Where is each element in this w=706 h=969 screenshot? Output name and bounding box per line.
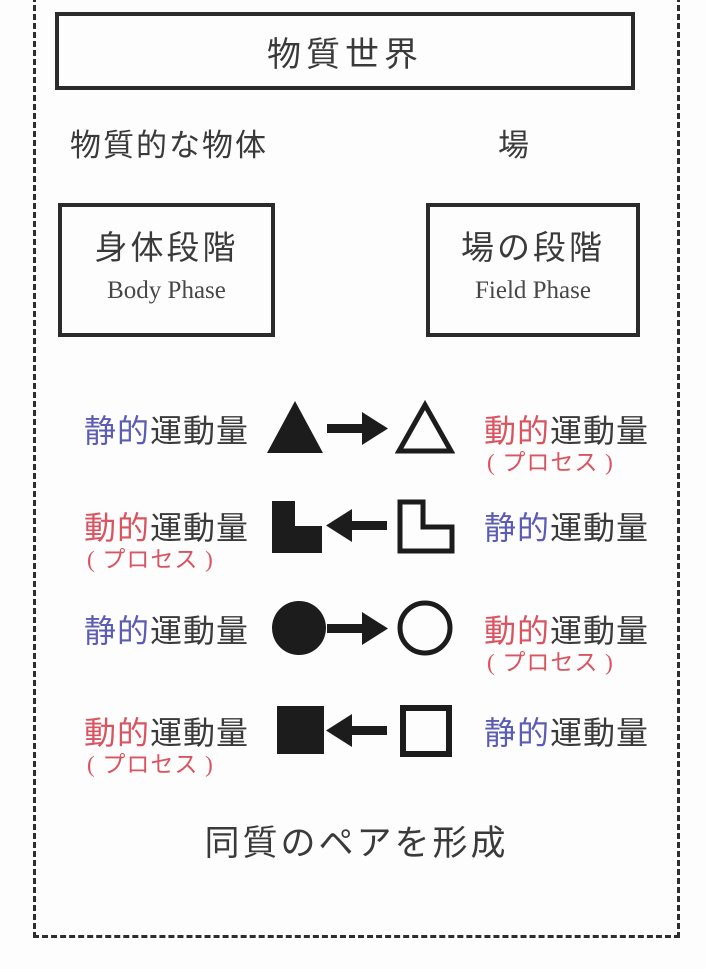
- row3-left-label: 静的運動量: [84, 606, 249, 652]
- momentum-term: 運動量: [550, 613, 650, 649]
- mapping-row-square: 動的運動量 ( プロセス ) 静的運動量: [0, 700, 706, 792]
- momentum-term: 運動量: [150, 715, 250, 751]
- mapping-row-circle: 静的運動量 動的運動量 ( プロセス ): [0, 598, 706, 690]
- static-term: 静的: [484, 715, 551, 751]
- field-phase-subtitle: Field Phase: [475, 277, 591, 304]
- arrow-right-icon: [325, 608, 389, 648]
- row3-right-label: 動的運動量 ( プロセス ): [484, 606, 650, 675]
- row1-right-label: 動的運動量 ( プロセス ): [484, 406, 650, 475]
- momentum-term: 運動量: [150, 413, 250, 449]
- momentum-term: 運動量: [550, 510, 650, 546]
- dynamic-term: 動的: [84, 510, 151, 546]
- row4-right-label: 静的運動量: [484, 708, 649, 754]
- outlined-square-icon: [400, 705, 452, 757]
- dynamic-term: 動的: [484, 413, 551, 449]
- row2-right-label: 静的運動量: [484, 503, 649, 549]
- row4-left-label: 動的運動量 ( プロセス ): [84, 708, 250, 777]
- row2-left-label: 動的運動量 ( プロセス ): [84, 503, 250, 572]
- momentum-term: 運動量: [150, 613, 250, 649]
- process-note: ( プロセス ): [87, 752, 214, 777]
- process-note: ( プロセス ): [487, 450, 614, 475]
- static-term: 静的: [84, 613, 151, 649]
- outlined-triangle-icon: [394, 399, 456, 456]
- body-phase-subtitle: Body Phase: [107, 277, 226, 304]
- body-phase-box: 身体段階 Body Phase: [58, 203, 275, 337]
- field-phase-box: 場の段階 Field Phase: [426, 203, 640, 337]
- diagram-caption: 同質のペアを形成: [204, 824, 509, 863]
- mapping-row-l-shape: 動的運動量 ( プロセス ) 静的運動量: [0, 495, 706, 587]
- momentum-term: 運動量: [150, 510, 250, 546]
- dynamic-term: 動的: [84, 715, 151, 751]
- arrow-right-icon: [325, 408, 389, 448]
- dashed-border-frame: [33, 0, 680, 938]
- process-note: ( プロセス ): [487, 650, 614, 675]
- row1-left-label: 静的運動量: [84, 406, 249, 452]
- material-world-box: 物質世界: [55, 12, 635, 90]
- arrow-left-icon: [325, 710, 389, 750]
- static-term: 静的: [84, 413, 151, 449]
- material-object-label: 物質的な物体: [70, 128, 268, 163]
- outlined-l-shape-icon: [397, 499, 455, 554]
- field-phase-title: 場の段階: [461, 231, 605, 267]
- filled-circle-icon: [271, 600, 327, 656]
- static-term: 静的: [484, 510, 551, 546]
- material-world-label: 物質世界: [267, 36, 423, 74]
- arrow-left-icon: [325, 505, 389, 545]
- body-phase-title: 身体段階: [94, 231, 239, 267]
- filled-square-icon: [277, 706, 324, 754]
- outlined-circle-icon: [397, 600, 453, 656]
- field-label: 場: [498, 128, 531, 163]
- mapping-row-triangle: 静的運動量 動的運動量 ( プロセス ): [0, 398, 706, 490]
- momentum-term: 運動量: [550, 715, 650, 751]
- filled-l-shape-icon: [272, 501, 322, 553]
- momentum-term: 運動量: [550, 413, 650, 449]
- filled-triangle-icon: [266, 400, 324, 454]
- dynamic-term: 動的: [484, 613, 551, 649]
- process-note: ( プロセス ): [87, 547, 214, 572]
